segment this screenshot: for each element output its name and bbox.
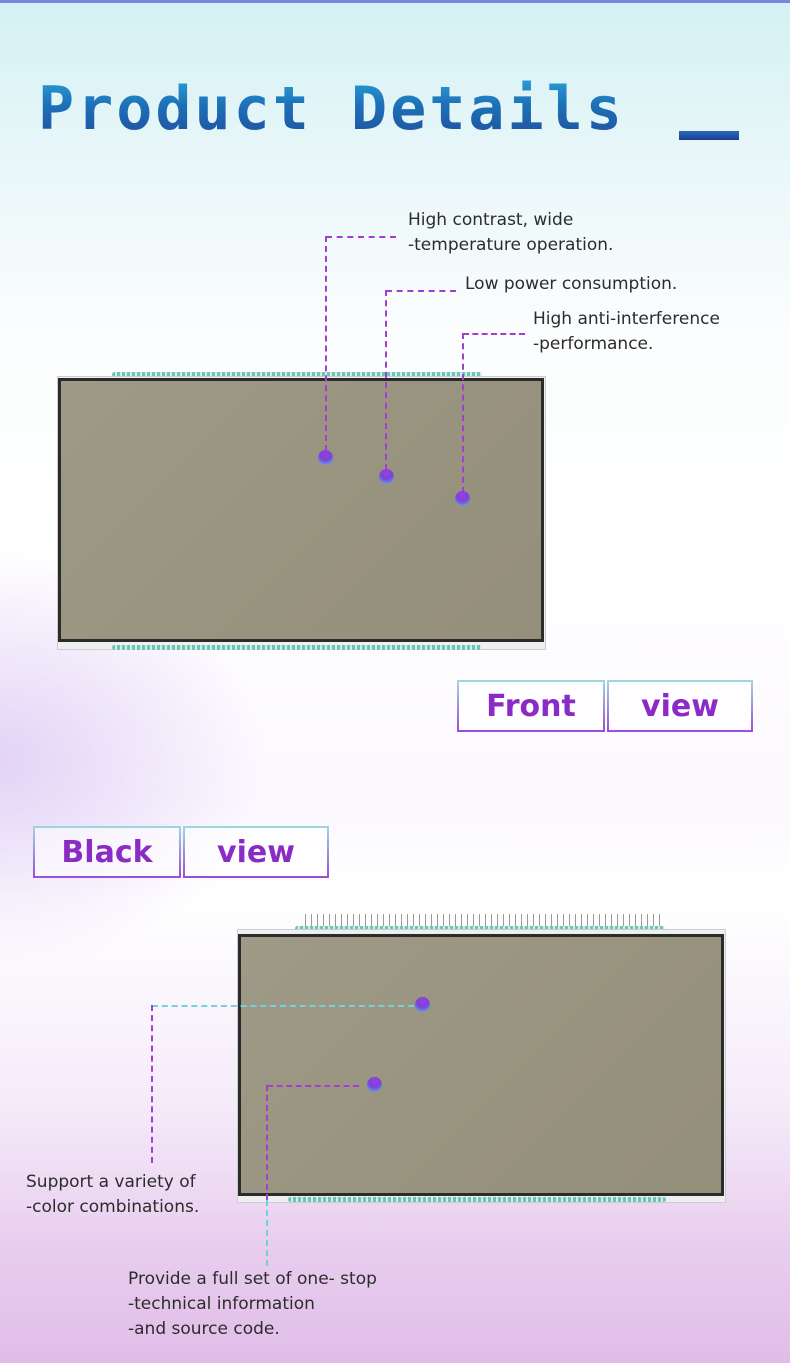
callout-line: [152, 1005, 414, 1007]
title-accent-bar: [679, 131, 739, 140]
callout-line: [463, 333, 525, 335]
callout-line: [462, 333, 464, 493]
callout-text: Support a variety of -color combinations…: [26, 1172, 200, 1217]
callout-line: [266, 1085, 268, 1200]
callout-line: [385, 290, 387, 470]
callout-dot: [367, 1077, 382, 1092]
callout-line: [386, 290, 456, 292]
callout-line: [266, 1200, 268, 1266]
back-view-label-word2: view: [183, 826, 329, 878]
callout-dot: [455, 491, 470, 506]
lcd-front-display: [58, 378, 544, 642]
lcd-back-top-connector: [295, 926, 665, 931]
callout-text: Provide a full set of one- stop -technic…: [128, 1269, 377, 1339]
back-view-label: Black view: [33, 826, 329, 878]
callout-text: High contrast, wide -temperature operati…: [408, 210, 614, 255]
callout-line: [325, 236, 327, 451]
lcd-back-pins: [305, 914, 660, 928]
lcd-back-bottom-connector: [288, 1197, 666, 1202]
callout-dot: [379, 469, 394, 484]
callout-line: [326, 236, 396, 238]
front-view-label-word2: view: [607, 680, 753, 732]
callout-dot: [318, 450, 333, 465]
lcd-back-display: [238, 934, 724, 1196]
back-view-label-word1: Black: [33, 826, 181, 878]
callout-text: High anti-interference -performance.: [533, 309, 720, 354]
callout-line: [267, 1085, 359, 1087]
front-view-label-word1: Front: [457, 680, 605, 732]
callout-text: Low power consumption.: [465, 274, 678, 294]
top-border: [0, 0, 790, 3]
page-title: Product Details: [38, 74, 625, 144]
lcd-front-top-connector: [112, 372, 482, 377]
lcd-front-bottom-connector: [112, 645, 482, 650]
callout-dot: [415, 997, 430, 1012]
callout-line: [151, 1005, 153, 1163]
front-view-label: Front view: [457, 680, 753, 732]
